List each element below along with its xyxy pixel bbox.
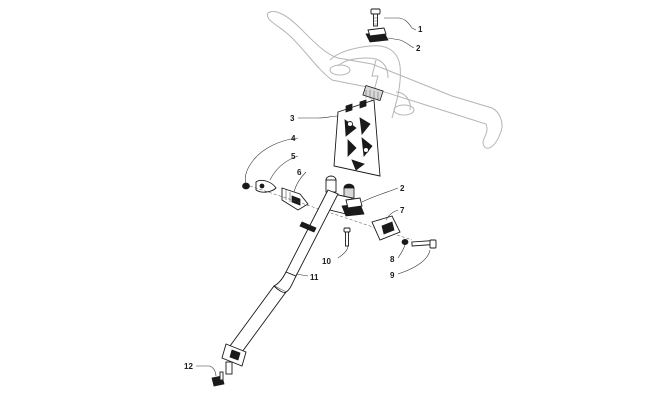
callout-8: 8 bbox=[390, 255, 395, 264]
part-12-bolt bbox=[211, 371, 225, 387]
callout-10: 10 bbox=[322, 257, 331, 266]
part-6-steering-arm bbox=[281, 187, 309, 211]
part-11-steering-post bbox=[229, 189, 339, 353]
part-2-clamp-lower bbox=[341, 197, 365, 217]
part-1-bolt bbox=[370, 8, 381, 27]
callout-12: 12 bbox=[184, 362, 193, 371]
callout-1: 1 bbox=[418, 25, 423, 34]
callout-9: 9 bbox=[390, 271, 395, 280]
callout-7: 7 bbox=[400, 206, 405, 215]
callout-4: 4 bbox=[291, 134, 296, 143]
callout-11: 11 bbox=[310, 273, 319, 282]
part-7-tie-rod-end bbox=[371, 215, 401, 241]
handlebar-ghost bbox=[266, 11, 503, 149]
callout-numbers: 1 2 3 4 5 6 2 7 10 11 8 9 12 bbox=[184, 25, 423, 371]
part-10-bolt bbox=[343, 227, 351, 247]
callout-6: 6 bbox=[297, 168, 302, 177]
part-5-tie-rod-end bbox=[255, 179, 277, 193]
callout-3: 3 bbox=[290, 114, 295, 123]
part-9-bolt bbox=[411, 239, 437, 249]
callout-2-top: 2 bbox=[416, 44, 421, 53]
lower-joint bbox=[221, 343, 247, 375]
part-2-clamp-top bbox=[365, 27, 389, 43]
part-3-riser-plate bbox=[333, 99, 381, 177]
callout-5: 5 bbox=[291, 152, 296, 161]
leader-lines bbox=[196, 17, 431, 377]
part-8-nut bbox=[401, 238, 409, 245]
callout-2-lower: 2 bbox=[400, 184, 405, 193]
bar-knurl bbox=[362, 84, 384, 102]
